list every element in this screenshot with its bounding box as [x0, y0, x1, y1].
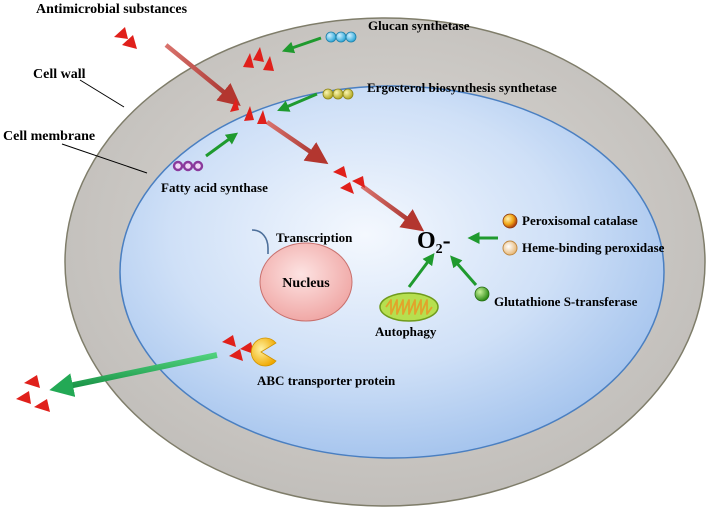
antimicrobial-markers-outside	[114, 27, 137, 49]
influx-arrow-to-superoxide	[360, 184, 425, 232]
influx-arrow-lower	[265, 120, 329, 165]
label-ergosterol-synthetase: Ergosterol biosynthesis synthetase	[367, 80, 557, 95]
cell-membrane-leader-line	[61, 143, 148, 174]
cell-membrane	[119, 85, 665, 459]
abc-transporter-icon	[250, 337, 277, 367]
heme-binding-peroxidase-icon	[502, 240, 518, 256]
label-superoxide: O2-	[417, 228, 451, 257]
ergosterol-synthetase-icon	[322, 88, 354, 100]
arrow-ergosterol-to-substances	[277, 92, 318, 112]
glutathione-s-transferase-icon	[474, 286, 490, 302]
fatty-acid-synthase-icon	[172, 160, 204, 172]
arrow-fatty-acid-to-substances	[205, 132, 239, 158]
arrow-glucan-to-substances	[281, 36, 322, 54]
efflux-arrow	[49, 352, 218, 397]
antimicrobial-markers-wall	[243, 47, 274, 71]
arrow-glutathione-to-superoxide	[450, 255, 478, 286]
label-glutathione-s-transferase: Glutathione S-transferase	[494, 294, 638, 309]
antimicrobial-markers-membrane	[230, 98, 267, 124]
transcription-strand	[251, 229, 269, 254]
label-nucleus: Nucleus	[282, 276, 330, 291]
label-peroxisomal-catalase: Peroxisomal catalase	[522, 213, 638, 228]
antimicrobial-markers-cytoplasm	[333, 166, 365, 194]
mitochondrion-icon	[379, 292, 439, 322]
label-cell-wall: Cell wall	[33, 67, 86, 82]
glucan-synthetase-icon	[325, 31, 357, 43]
influx-arrow-upper	[164, 43, 241, 106]
cell-wall-leader-line	[79, 79, 125, 108]
antimicrobial-markers-abc	[222, 335, 254, 361]
antimicrobial-markers-expelled	[16, 375, 50, 412]
label-heme-binding-peroxidase: Heme-binding peroxidase	[522, 240, 665, 255]
label-glucan-synthetase: Glucan synthetase	[368, 18, 470, 33]
label-transcription: Transcription	[276, 230, 353, 245]
label-fatty-acid-synthase: Fatty acid synthase	[161, 180, 268, 195]
label-cell-membrane: Cell membrane	[3, 129, 95, 144]
label-autophagy: Autophagy	[375, 324, 437, 339]
label-antimicrobial-substances: Antimicrobial substances	[36, 2, 188, 17]
label-abc-transporter: ABC transporter protein	[257, 373, 396, 388]
peroxisomal-catalase-icon	[502, 213, 518, 229]
nucleus	[259, 242, 353, 322]
arrow-autophagy-to-superoxide	[407, 253, 435, 288]
